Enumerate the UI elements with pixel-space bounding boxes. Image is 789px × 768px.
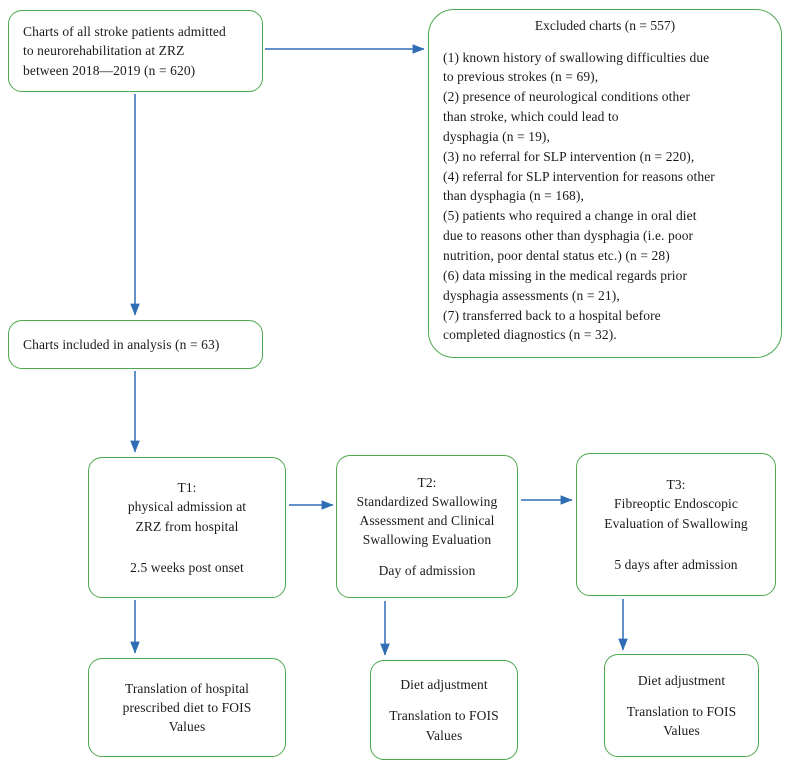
excluded-item-3: (2) presence of neurological conditions …: [443, 89, 691, 105]
excluded-item-6: (3) no referral for SLP intervention (n …: [443, 148, 695, 164]
t1-description-2: ZRZ from hospital: [135, 518, 239, 534]
excluded-heading: Excluded charts (n = 557): [534, 18, 676, 33]
excluded-item-11: nutrition, poor dental status etc.) (n =…: [443, 248, 670, 263]
node-excluded-charts: Excluded charts (n = 557) (1) known hist…: [428, 9, 782, 358]
excluded-item-12: (6) data missing in the medical regards …: [443, 267, 688, 283]
out2-spacer: [385, 694, 503, 706]
out3-spacer: [619, 690, 744, 702]
source-line-3: between 2018—2019 (n = 620): [23, 62, 196, 78]
out3-line-2: Values: [663, 723, 700, 739]
t1-timing: 2.5 weeks post onset: [130, 559, 244, 575]
t2-description-1: Standardized Swallowing: [356, 493, 498, 509]
t3-description-2: Evaluation of Swallowing: [604, 515, 748, 531]
out3-line-1: Translation to FOIS: [626, 703, 737, 719]
excluded-item-5: dysphagia (n = 19),: [443, 128, 550, 144]
t1-description-1: physical admission at: [127, 499, 247, 515]
node-t2: T2: Standardized Swallowing Assessment a…: [336, 455, 518, 598]
out3-heading: Diet adjustment: [637, 672, 726, 688]
excluded-item-13: dysphagia assessments (n = 21),: [443, 287, 620, 303]
excluded-item-9: (5) patients who required a change in or…: [443, 208, 697, 224]
out2-line-2: Values: [425, 727, 463, 743]
excluded-item-4: than stroke, which could lead to: [443, 109, 619, 125]
node-output-t2-diet-adjustment: Diet adjustment Translation to FOIS Valu…: [370, 660, 518, 760]
excluded-item-10: due to reasons other than dysphagia (i.e…: [443, 228, 694, 244]
excluded-item-8: than dysphagia (n = 168),: [443, 188, 584, 204]
node-source-charts: Charts of all stroke patients admitted t…: [8, 10, 263, 92]
excluded-item-14: (7) transferred back to a hospital befor…: [443, 307, 661, 323]
excluded-item-7: (4) referral for SLP intervention for re…: [443, 168, 715, 184]
source-line-1: Charts of all stroke patients admitted: [23, 24, 226, 40]
source-line-2: to neurorehabilitation at ZRZ: [23, 43, 185, 59]
included-line-1: Charts included in analysis (n = 63): [23, 336, 220, 352]
excluded-item-1: (1) known history of swallowing difficul…: [443, 49, 710, 65]
out2-heading: Diet adjustment: [400, 677, 488, 693]
t2-label: T2:: [417, 474, 437, 490]
t3-label: T3:: [666, 477, 686, 493]
node-included-charts: Charts included in analysis (n = 63): [8, 320, 263, 369]
t3-spacer: [591, 533, 761, 555]
excluded-item-2: to previous strokes (n = 69),: [443, 69, 599, 85]
t3-timing: 5 days after admission: [614, 556, 738, 572]
t2-spacer: [351, 549, 503, 561]
t1-label: T1:: [177, 480, 197, 496]
node-t1: T1: physical admission at ZRZ from hospi…: [88, 457, 286, 598]
out1-line-1: Translation of hospital: [124, 680, 250, 696]
out1-line-2: prescribed diet to FOIS: [122, 699, 252, 715]
t2-description-3: Swallowing Evaluation: [362, 532, 492, 548]
t2-description-2: Assessment and Clinical: [359, 512, 495, 528]
t2-timing: Day of admission: [378, 563, 476, 579]
out2-line-1: Translation to FOIS: [389, 708, 499, 724]
node-output-t1-translation: Translation of hospital prescribed diet …: [88, 658, 286, 757]
out1-line-3: Values: [168, 719, 206, 735]
excluded-item-15: completed diagnostics (n = 32).: [443, 327, 617, 343]
node-t3: T3: Fibreoptic Endoscopic Evaluation of …: [576, 453, 776, 596]
node-output-t3-diet-adjustment: Diet adjustment Translation to FOIS Valu…: [604, 654, 759, 757]
t1-spacer: [103, 536, 271, 558]
excluded-reason-list: (1) known history of swallowing difficul…: [443, 48, 767, 346]
t3-description-1: Fibreoptic Endoscopic: [614, 496, 738, 512]
